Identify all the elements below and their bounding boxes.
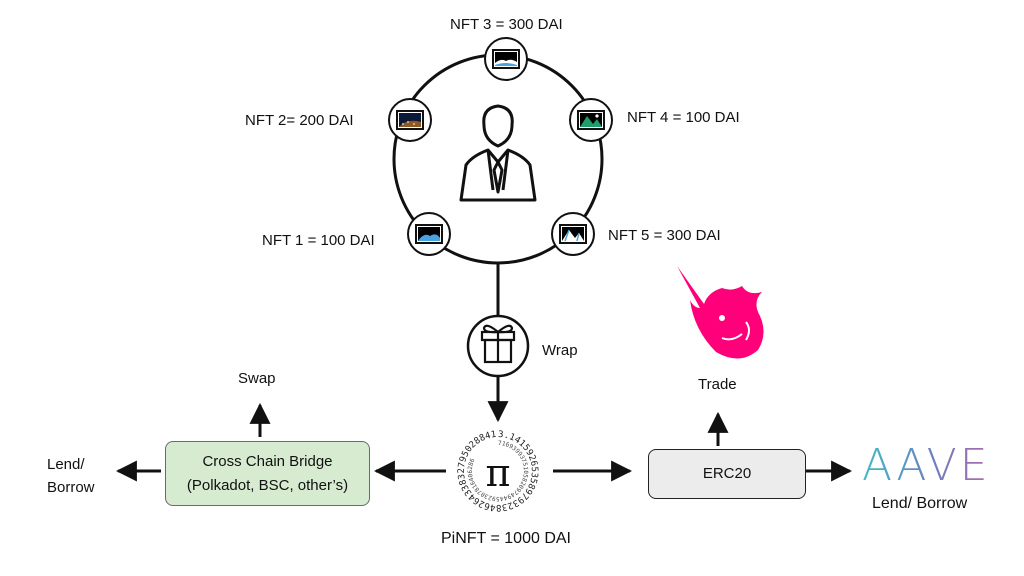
wrap-label: Wrap xyxy=(542,342,578,359)
lend-borrow-left-label: Lend/ Borrow xyxy=(47,454,95,499)
night-landscape-icon xyxy=(415,224,443,244)
wrap-node xyxy=(466,314,530,378)
bridge-chains: (Polkadot, BSC, other’s) xyxy=(186,476,349,494)
nft-1-label: NFT 1 = 100 DAI xyxy=(262,232,375,249)
mountain-sky-icon xyxy=(559,224,587,244)
gift-icon xyxy=(480,324,516,364)
swap-label: Swap xyxy=(238,370,276,387)
aave-logo: AAVE xyxy=(862,440,991,491)
pi-icon: π xyxy=(486,451,511,495)
nft-3-label: NFT 3 = 300 DAI xyxy=(450,16,563,33)
nft-5-node xyxy=(551,212,595,256)
cross-chain-bridge-box: Cross Chain Bridge (Polkadot, BSC, other… xyxy=(165,441,370,506)
mountain-landscape-icon xyxy=(577,110,605,130)
nft-1-node xyxy=(407,212,451,256)
trade-label: Trade xyxy=(698,376,737,393)
desert-landscape-icon xyxy=(396,110,424,130)
lend-line: Lend/ xyxy=(47,456,85,473)
unicorn-icon xyxy=(677,266,764,359)
nft-3-node xyxy=(484,37,528,81)
nft-2-node xyxy=(388,98,432,142)
nft-4-label: NFT 4 = 100 DAI xyxy=(627,109,740,126)
borrow-line: Borrow xyxy=(47,478,95,496)
aave-lend-borrow-label: Lend/ Borrow xyxy=(872,495,968,512)
nft-2-label: NFT 2= 200 DAI xyxy=(245,112,354,129)
nft-4-node xyxy=(569,98,613,142)
erc20-box: ERC20 xyxy=(648,449,806,499)
erc20-label: ERC20 xyxy=(702,465,752,483)
nft-5-label: NFT 5 = 300 DAI xyxy=(608,227,721,244)
pinft-label: PiNFT = 1000 DAI xyxy=(441,530,571,547)
person-icon xyxy=(459,104,537,202)
ocean-landscape-icon xyxy=(492,49,520,69)
bridge-title: Cross Chain Bridge xyxy=(202,453,333,471)
